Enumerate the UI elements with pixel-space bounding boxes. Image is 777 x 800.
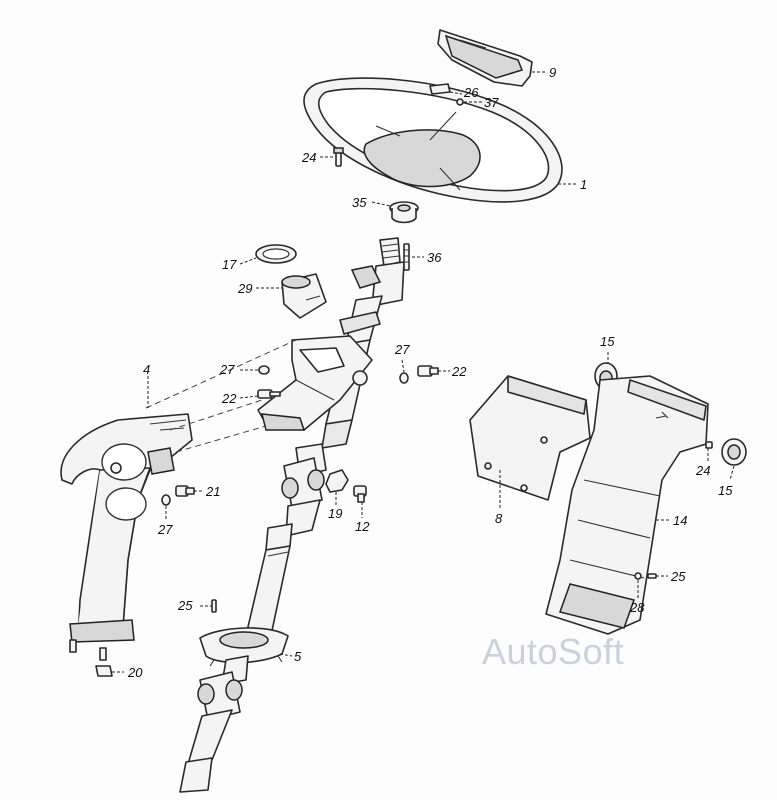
- callout-4: 4: [143, 362, 150, 377]
- leader-15b: [729, 465, 735, 481]
- alignment-line-1: [145, 339, 297, 409]
- washer-27: [161, 494, 171, 506]
- watermark: AutoSoft: [482, 631, 624, 672]
- horn-contact-pin: [456, 98, 464, 106]
- washer-28: [634, 572, 642, 580]
- callout-9: 9: [549, 65, 556, 80]
- leader-35: [371, 201, 391, 207]
- leader-17: [239, 257, 257, 265]
- callout-27-bracket: 27: [157, 522, 173, 537]
- callout-27-right: 27: [394, 342, 410, 357]
- callout-21: 21: [205, 484, 220, 499]
- column-clamp: [350, 265, 382, 289]
- upper-universal-joint: [281, 443, 327, 537]
- alignment-line-2: [169, 399, 263, 431]
- callout-15-top: 15: [600, 334, 615, 349]
- screw-24-right: [705, 441, 713, 449]
- leader-26: [449, 91, 463, 95]
- lower-universal-joint: [179, 655, 249, 793]
- callout-14: 14: [673, 513, 687, 528]
- bracket-bolt-left: [257, 389, 281, 399]
- cap-15-right: [721, 438, 747, 466]
- callout-8: 8: [495, 511, 503, 526]
- bearing-ring: [255, 244, 297, 264]
- column-mounting-bracket: [257, 335, 373, 431]
- intermediate-shaft: [243, 523, 293, 645]
- leader-22a: [239, 395, 259, 399]
- callout-37: 37: [484, 95, 499, 110]
- callout-22-right: 22: [451, 364, 467, 379]
- callout-36: 36: [427, 250, 442, 265]
- steering-bushing: [281, 273, 327, 319]
- callout-24-right: 24: [695, 463, 710, 478]
- horn-pad-cover: [437, 29, 533, 87]
- wheel-bolt-left: [333, 147, 344, 167]
- callout-20: 20: [127, 665, 143, 680]
- callout-12: 12: [355, 519, 370, 534]
- bracket-bolt-right: [417, 365, 439, 377]
- alignment-line-3: [175, 425, 267, 453]
- callout-15-right: 15: [718, 483, 733, 498]
- bracket-nuts-20: [69, 639, 113, 677]
- bolt-12: [353, 485, 367, 503]
- leader-5: [279, 653, 293, 657]
- callout-27-left: 27: [219, 362, 235, 377]
- callout-22-left: 22: [221, 391, 237, 406]
- callout-28: 28: [629, 600, 645, 615]
- nut-19: [325, 469, 349, 493]
- wheel-nut: [389, 201, 419, 224]
- screw-25-left: [211, 599, 217, 613]
- callout-17: 17: [222, 257, 237, 272]
- leader-27b: [401, 359, 405, 373]
- bracket-bolt-21: [175, 485, 195, 497]
- callout-29: 29: [237, 281, 252, 296]
- horn-contact-clip: [429, 83, 451, 95]
- washer-right: [399, 372, 409, 384]
- adjust-screw: [403, 243, 410, 271]
- upper-shroud-14: [545, 375, 709, 635]
- callout-5: 5: [294, 649, 302, 664]
- screw-25-right: [647, 573, 657, 579]
- callout-19: 19: [328, 506, 342, 521]
- lower-shroud-8: [469, 375, 591, 501]
- pedal-support-bracket: [60, 413, 193, 643]
- callout-25-right: 25: [670, 569, 686, 584]
- callout-24-wheel: 24: [301, 150, 316, 165]
- washer-left: [258, 365, 270, 375]
- callout-25-left: 25: [177, 598, 193, 613]
- upper-shaft: [371, 237, 405, 307]
- steering-wheel: [303, 77, 563, 203]
- callout-26: 26: [463, 85, 479, 100]
- callout-1: 1: [580, 177, 587, 192]
- callout-35: 35: [352, 195, 367, 210]
